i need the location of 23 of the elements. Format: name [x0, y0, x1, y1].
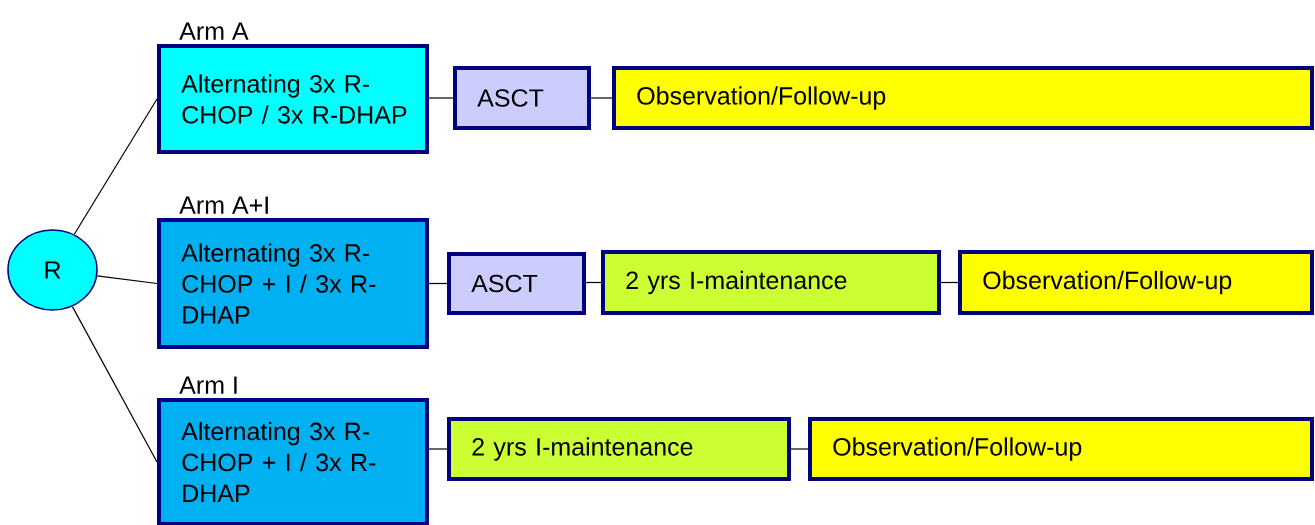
connector-line — [73, 98, 158, 235]
connector-line — [790, 448, 809, 450]
arm-heading: Arm A+I — [179, 196, 268, 214]
connector-line — [96, 275, 158, 285]
treatment-box: Alternating 3x R-CHOP / 3x R-DHAP — [157, 44, 429, 154]
connector-line — [940, 281, 959, 284]
connector-line — [590, 97, 613, 99]
phase-box: Observation/Follow-up — [612, 66, 1314, 130]
connector-line — [71, 306, 158, 463]
phase-box: Observation/Follow-up — [808, 417, 1314, 481]
arm-heading: Arm A — [179, 22, 249, 40]
phase-box: 2 yrs I-maintenance — [447, 417, 791, 481]
treatment-box: Alternating 3x R-CHOP + I / 3x R-DHAP — [157, 398, 429, 525]
connector-line — [585, 281, 602, 284]
phase-box: ASCT — [447, 252, 586, 315]
connector-line — [428, 97, 454, 99]
phase-box: 2 yrs I-maintenance — [601, 250, 941, 315]
connector-line — [428, 282, 448, 285]
connector-line — [428, 448, 448, 450]
phase-box: ASCT — [453, 66, 591, 130]
phase-box: Observation/Follow-up — [958, 250, 1314, 315]
treatment-box: Alternating 3x R-CHOP + I / 3x R-DHAP — [157, 218, 429, 349]
arm-heading: Arm I — [179, 376, 237, 394]
